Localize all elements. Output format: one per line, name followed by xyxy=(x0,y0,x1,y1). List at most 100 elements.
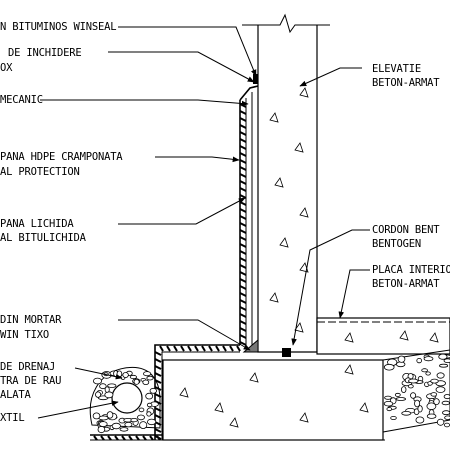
membrane-hatch xyxy=(239,110,247,115)
membrane-hatch xyxy=(100,435,105,441)
label-elevation-line1: ELEVATIE xyxy=(372,63,421,75)
membrane-hatch xyxy=(166,345,171,352)
membrane-hatch xyxy=(93,435,98,441)
aggregate-triangle xyxy=(299,87,309,98)
membrane-hatch xyxy=(239,166,247,171)
drain-pipe-icon xyxy=(111,382,143,414)
right-labels: ELEVATIE BETON-ARMAT CORDON BENT BENTOGE… xyxy=(372,63,450,290)
footing-membrane xyxy=(90,344,385,441)
gravel-stone xyxy=(416,357,423,364)
gravel-stone xyxy=(98,421,108,428)
membrane-hatch xyxy=(142,435,147,441)
membrane-hatch xyxy=(239,257,247,262)
label-geotextile: XTIL xyxy=(0,412,25,424)
gravel-stone xyxy=(143,371,152,377)
aggregate-triangle xyxy=(229,417,239,428)
gravel-stone xyxy=(139,421,148,430)
membrane-hatch xyxy=(239,320,247,325)
membrane-hatch xyxy=(201,345,206,352)
label-closure-line2: OX xyxy=(0,62,13,74)
membrane-hatch xyxy=(239,222,247,227)
gravel-stone xyxy=(92,412,101,420)
aggregate-triangle xyxy=(269,292,279,303)
membrane-hatch xyxy=(215,345,220,352)
gravel-stone xyxy=(433,398,440,406)
membrane-hatch xyxy=(239,215,247,220)
gravel-stone xyxy=(384,395,392,400)
gravel-stone xyxy=(443,394,450,400)
gravel-stone xyxy=(430,392,438,397)
membrane-hatch xyxy=(239,313,247,318)
membrane-hatch xyxy=(159,345,164,352)
interior-gravel xyxy=(382,349,450,433)
label-liquid-line2: AL BITULICHIDA xyxy=(0,232,87,244)
gravel-stone xyxy=(443,358,450,363)
membrane-hatch xyxy=(239,292,247,297)
gravel-stone xyxy=(435,386,446,393)
gravel-stone xyxy=(436,418,445,426)
membrane-hatch xyxy=(194,345,199,352)
label-drain-line2: TRA DE RAU xyxy=(0,375,61,387)
aggregate-triangle xyxy=(299,207,309,218)
membrane-hatch xyxy=(239,299,247,304)
gravel-stone xyxy=(119,427,129,432)
gravel-stone xyxy=(104,391,114,399)
label-mecanic: MECANIC xyxy=(0,94,43,106)
gravel-stone xyxy=(383,363,395,371)
aggregate-triangle xyxy=(279,237,289,248)
aggregate-triangle xyxy=(294,322,304,333)
membrane-hatch xyxy=(239,201,247,206)
label-winseal: N BITUMINOS WINSEAL xyxy=(0,21,116,33)
gravel-stone xyxy=(138,407,145,413)
label-hdpe-line1: PANA HDPE CRAMPONATA xyxy=(0,151,123,163)
gravel-stone xyxy=(401,386,407,394)
membrane-hatch xyxy=(173,345,178,352)
membrane-hatch xyxy=(239,327,247,332)
gravel-stone xyxy=(122,372,129,378)
right-leaders xyxy=(291,67,370,346)
membrane-hatch xyxy=(239,264,247,269)
bentonite-cord-icon xyxy=(282,348,291,357)
gravel-stone xyxy=(390,415,397,420)
membrane-hatch xyxy=(236,345,241,352)
membrane-hatch xyxy=(239,271,247,276)
gravel-stone xyxy=(401,410,412,416)
gravel-stone xyxy=(383,401,394,407)
label-closure-line1: DE INCHIDERE xyxy=(8,47,81,59)
gravel-stone xyxy=(426,402,437,411)
gravel-stone xyxy=(423,356,434,362)
gravel-stone xyxy=(441,400,450,406)
membrane-hatch xyxy=(239,138,247,143)
membrane-hatch xyxy=(149,435,154,441)
membrane-hatch xyxy=(187,345,192,352)
gravel-stone xyxy=(107,383,117,388)
label-cord-line1: CORDON BENT xyxy=(372,224,440,236)
membrane-hatch xyxy=(239,124,247,129)
label-slab-line2: BETON-ARMAT xyxy=(372,278,440,290)
membrane-hatch xyxy=(239,194,247,199)
membrane-hatch xyxy=(239,285,247,290)
aggregate-triangle xyxy=(344,332,354,343)
label-mortar-line1: DIN MORTAR xyxy=(0,314,62,326)
membrane-hatch xyxy=(154,428,162,433)
membrane-hatch xyxy=(239,278,247,283)
label-liquid-line1: PANA LICHIDA xyxy=(0,218,74,230)
label-slab-line1: PLACA INTERIO xyxy=(372,264,450,276)
membrane-hatch xyxy=(239,250,247,255)
membrane-hatch xyxy=(229,345,234,352)
gravel-stone xyxy=(439,363,449,368)
gravel-stone xyxy=(104,386,110,393)
membrane-hatch xyxy=(121,435,126,441)
aggregate-triangle xyxy=(294,142,304,153)
membrane-hatch xyxy=(180,345,185,352)
foundation-footing xyxy=(162,359,384,441)
membrane-hatch xyxy=(135,435,140,441)
membrane-hatch xyxy=(208,345,213,352)
wall-elevation xyxy=(242,13,330,353)
gravel-stone xyxy=(395,397,407,401)
label-mortar-line2: WIN TIXO xyxy=(0,329,49,341)
membrane-hatch xyxy=(222,345,227,352)
gravel-stone xyxy=(426,413,437,419)
gravel-stone xyxy=(149,387,157,394)
